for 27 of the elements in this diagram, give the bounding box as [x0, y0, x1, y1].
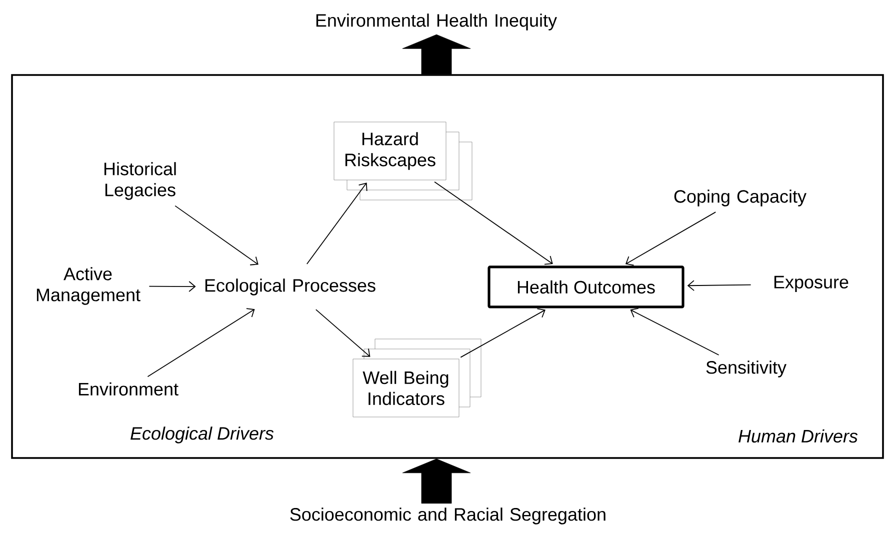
- node-label: Coping Capacity: [674, 190, 806, 206]
- arrow: [174, 205, 258, 266]
- outcome-box: Health Outcomes: [488, 266, 684, 308]
- node-label: Sensitivity: [706, 360, 786, 378]
- node-label: Environment: [78, 382, 178, 396]
- arrow: [434, 181, 553, 265]
- document-stack: Well Being Indicators: [352, 338, 482, 418]
- frame-box: [11, 74, 884, 459]
- group-caption: Ecological Drivers: [130, 426, 274, 444]
- node-label: Socioeconomic and Racial Segregation: [290, 508, 606, 524]
- arrow: [630, 308, 720, 356]
- arrow: [687, 280, 752, 291]
- node-label: Active Management: [36, 267, 140, 305]
- block-arrow: [402, 458, 471, 504]
- block-arrow: [402, 34, 471, 74]
- document-stack: Hazard Riskscapes: [334, 122, 472, 200]
- arrow: [625, 212, 716, 266]
- arrow: [147, 308, 255, 378]
- arrow: [148, 281, 196, 292]
- node-label: Historical Legacies: [104, 162, 176, 200]
- node-label: Exposure: [774, 276, 848, 292]
- arrow: [306, 182, 368, 264]
- arrow: [315, 309, 370, 357]
- group-caption: Human Drivers: [738, 429, 858, 443]
- node-label: Ecological Processes: [205, 278, 376, 296]
- arrow: [460, 308, 546, 358]
- node-label: Environmental Health Inequity: [316, 14, 557, 30]
